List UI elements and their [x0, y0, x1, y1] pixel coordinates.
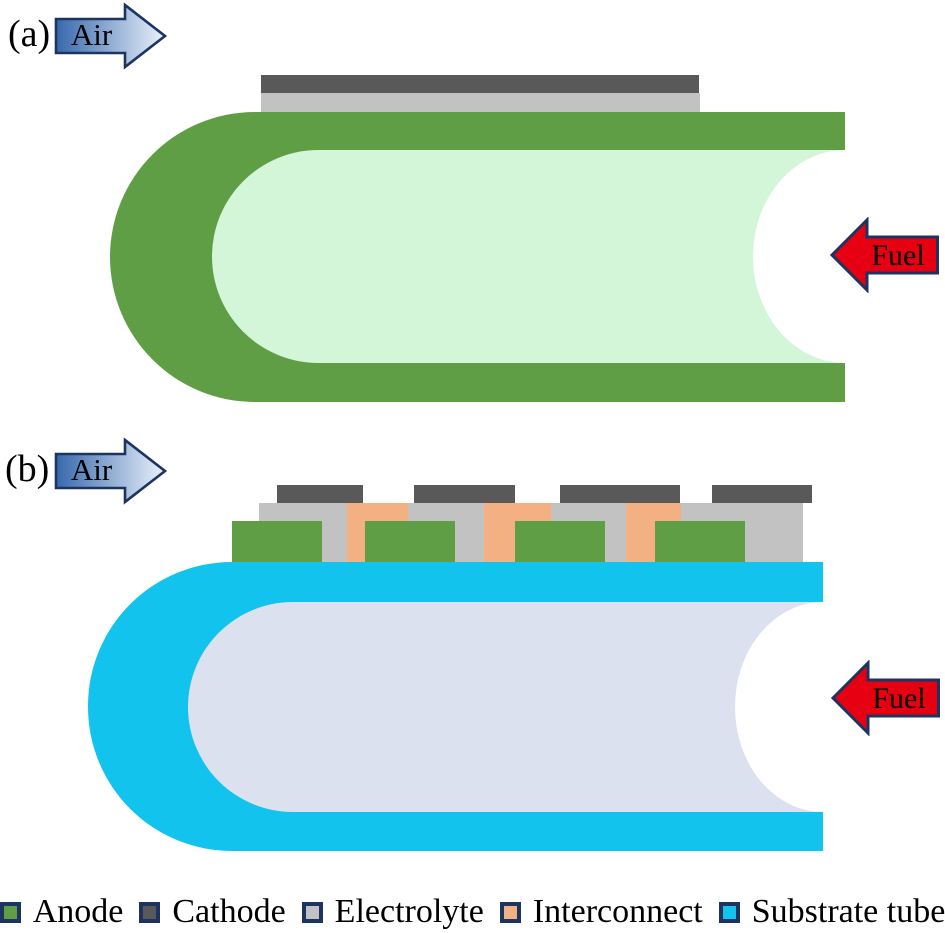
fuel-arrow-b	[831, 660, 940, 736]
legend-label-cathode: Cathode	[172, 893, 286, 930]
fuel-label-a: Fuel	[871, 239, 925, 272]
cathode-segment-2	[414, 485, 515, 503]
interconnect-band-segment	[626, 503, 681, 521]
interconnect-wall-segment	[347, 521, 365, 562]
interconnect-swatch	[499, 901, 521, 923]
interconnect-band-segment	[484, 503, 551, 521]
cathode-layer-a	[261, 75, 699, 93]
electrolyte-wall-segment	[322, 521, 347, 562]
interconnect-wall-segment	[626, 521, 655, 562]
air-arrow-b	[54, 437, 168, 505]
fuel-label-b: Fuel	[872, 682, 926, 715]
legend: Anode Cathode Electrolyte Interconnect S…	[0, 893, 945, 931]
electrolyte-wall-segment	[455, 521, 484, 562]
air-label-b: Air	[70, 452, 113, 487]
panel-b-label: (b)	[5, 448, 50, 490]
cathode-segment-1	[277, 485, 363, 503]
substrate-tube-inner-b	[188, 602, 823, 812]
legend-item-interconnect: Interconnect	[499, 893, 703, 931]
anode-segment-4	[655, 521, 745, 562]
interconnect-wall-segment	[484, 521, 515, 562]
electrolyte-swatch	[301, 901, 323, 923]
electrolyte-layer-a	[261, 93, 700, 112]
legend-item-electrolyte: Electrolyte	[301, 893, 484, 931]
electrolyte-band-segment	[551, 503, 626, 521]
anode-swatch	[0, 901, 21, 923]
anode-segment-2	[365, 521, 455, 562]
anode-tube-inner-a	[212, 150, 845, 363]
air-arrow-a	[54, 2, 168, 70]
legend-label-interconnect: Interconnect	[532, 893, 703, 930]
anode-segment-1	[232, 521, 322, 562]
electrolyte-band-segment	[681, 503, 803, 521]
legend-item-anode: Anode	[0, 893, 123, 931]
anode-segment-3	[515, 521, 605, 562]
cathode-segment-3	[560, 485, 680, 503]
substrate-tube-swatch	[718, 901, 740, 923]
electrolyte-band-segment	[408, 503, 484, 521]
electrolyte-end-block	[745, 521, 803, 562]
interconnect-band-segment	[347, 503, 408, 521]
electrolyte-wall-segment	[605, 521, 626, 562]
panel-a-label: (a)	[8, 13, 51, 55]
fuel-arrow-a	[830, 217, 939, 293]
electrolyte-band-segment	[259, 503, 347, 521]
legend-item-cathode: Cathode	[139, 893, 286, 931]
air-label-a: Air	[70, 17, 113, 52]
legend-label-anode: Anode	[32, 893, 124, 930]
legend-label-substrate-tube: Substrate tube	[751, 893, 945, 930]
cathode-segment-4	[712, 485, 812, 503]
cathode-swatch	[139, 901, 161, 923]
legend-item-substrate-tube: Substrate tube	[718, 893, 945, 931]
legend-label-electrolyte: Electrolyte	[334, 893, 484, 930]
